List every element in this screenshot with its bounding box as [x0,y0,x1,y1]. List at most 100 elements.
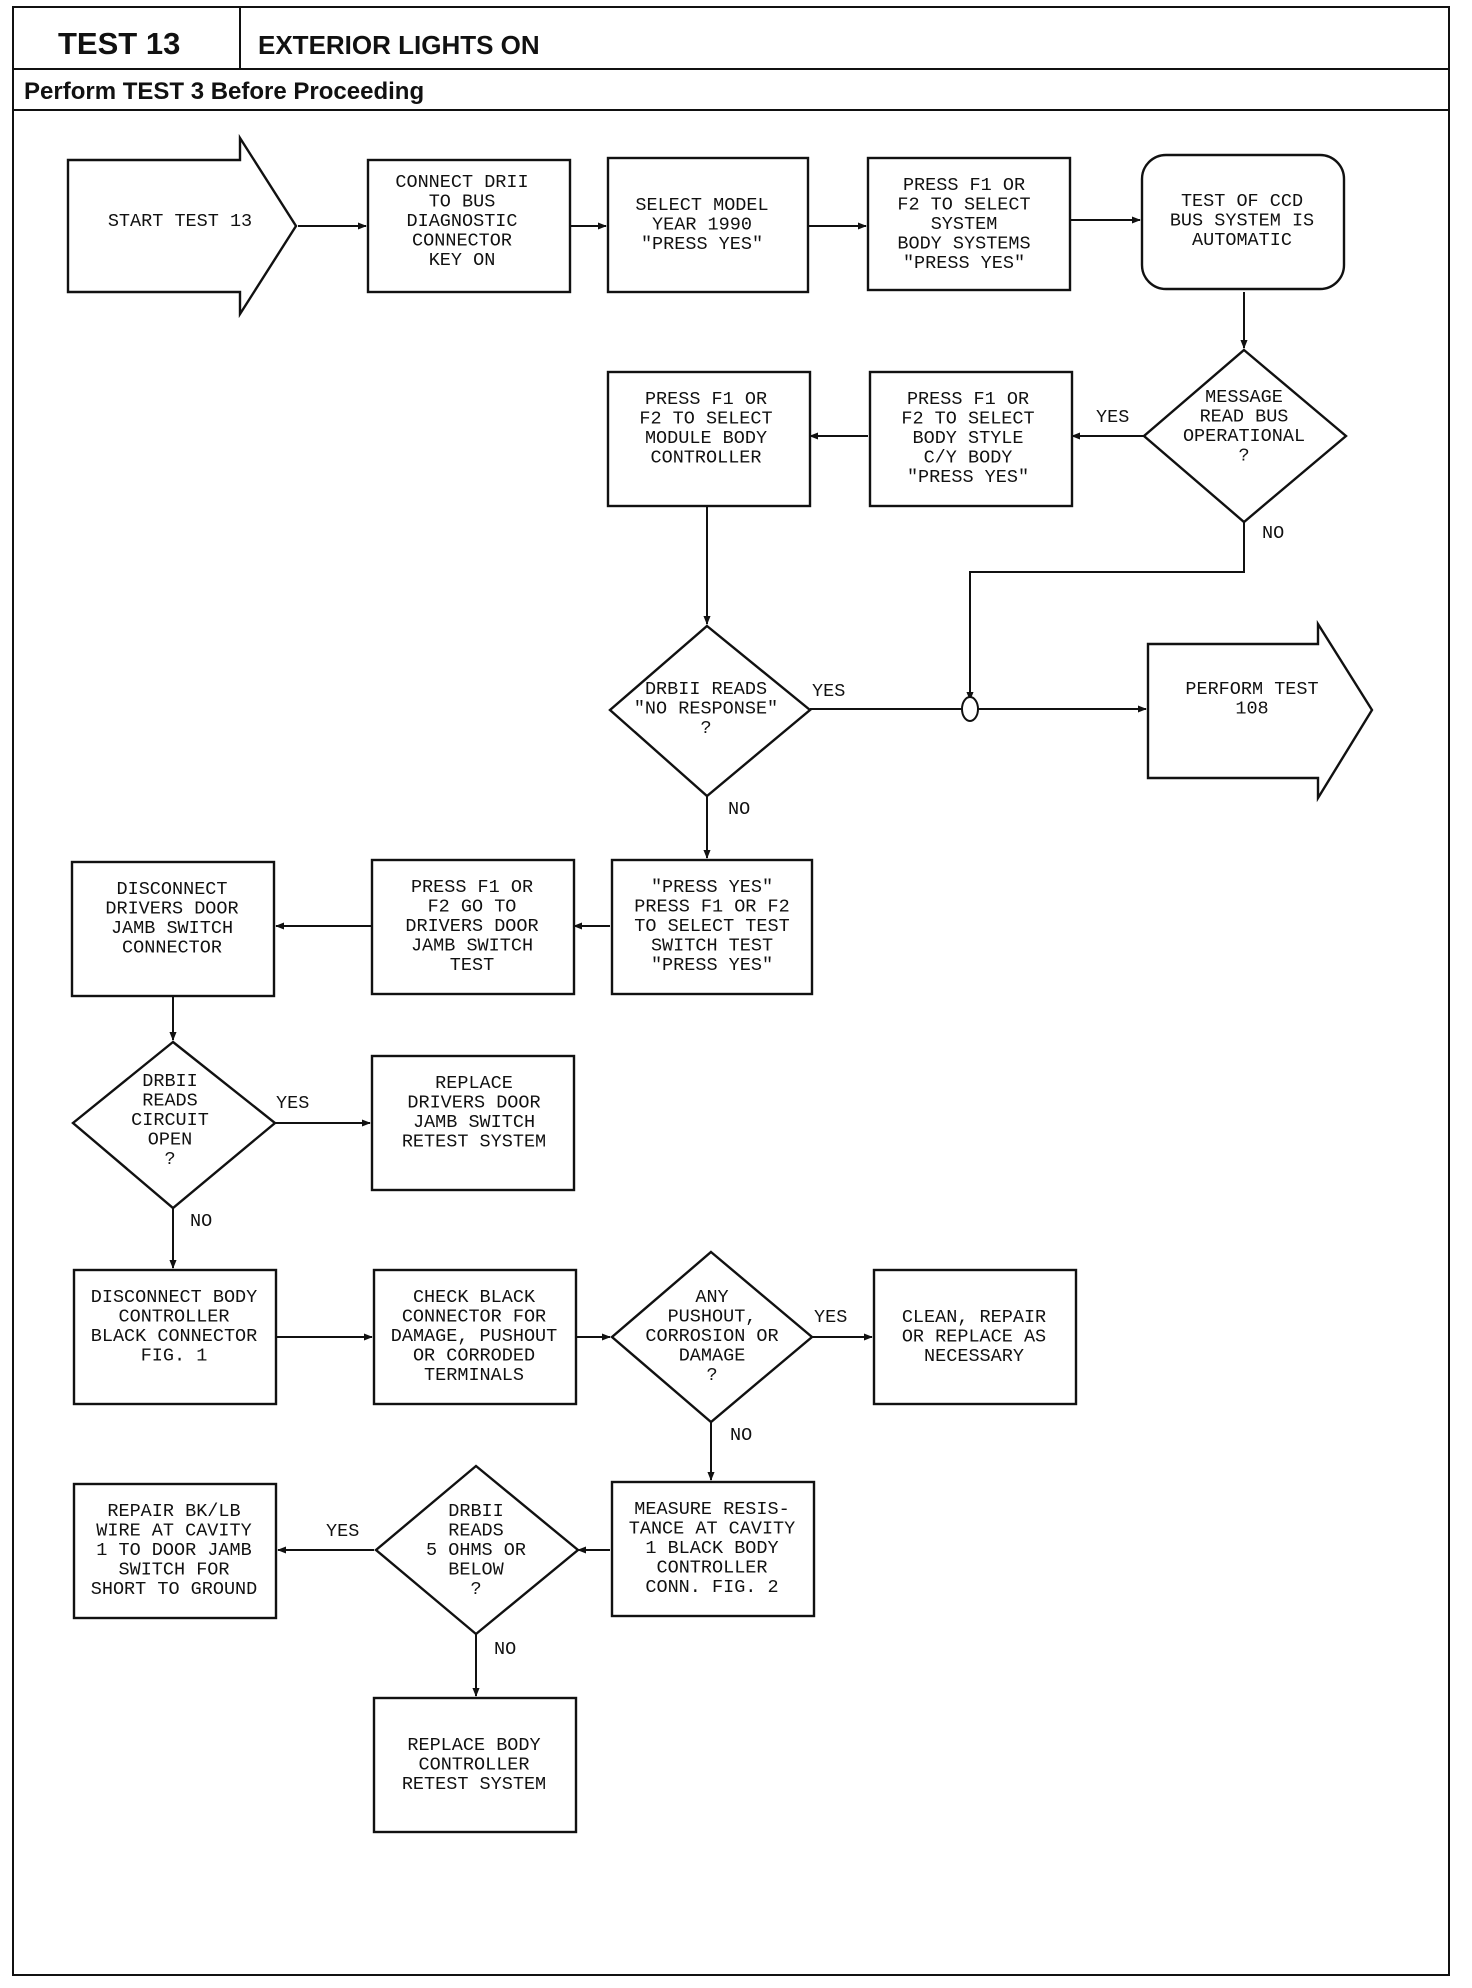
node-line: BODY SYSTEMS [897,234,1030,255]
node-line: DIAGNOSTIC [406,211,517,232]
node-line: TERMINALS [424,1365,524,1386]
node-text-start: START TEST 13 [108,211,252,232]
pushout-no-label: NO [730,1425,752,1446]
prerequisite-note: Perform TEST 3 Before Proceeding [24,78,425,105]
node-line: TO BUS [429,192,496,213]
node-line: PRESS F1 OR [645,389,767,410]
node-line: PRESS F1 OR F2 [634,897,789,918]
node-test-108-arrow [1146,619,1374,803]
node-line: OPEN [148,1130,192,1151]
edge-msg-no [966,522,1245,701]
node-line: SYSTEM [931,214,998,235]
node-line: CONTROLLER [418,1755,529,1776]
circuit-open-yes-label: YES [276,1093,309,1114]
node-line: CONTROLLER [650,448,761,469]
node-check-black-box [372,1268,578,1406]
node-line: "PRESS YES" [651,955,773,976]
node-line: ? [470,1579,481,1600]
node-line: SELECT MODEL [635,195,768,216]
node-msg-bus-diamond [1142,348,1348,524]
node-line: PRESS F1 OR [903,175,1025,196]
node-line: SWITCH FOR [118,1560,229,1581]
node-body-style-box [868,370,1074,508]
node-line: "NO RESPONSE" [634,699,778,720]
node-line: JAMB SWITCH [413,1112,535,1133]
node-line: REPAIR BK/LB [107,1501,240,1522]
node-line: READS [142,1091,198,1112]
node-line: C/Y BODY [924,448,1013,469]
node-body-systems-box [866,156,1072,292]
junction-connector [961,696,979,722]
node-line: JAMB SWITCH [111,918,233,939]
node-line: DRBII [142,1071,198,1092]
node-line: SHORT TO GROUND [91,1579,258,1600]
node-line: PRESS F1 OR [907,389,1029,410]
node-line: ? [706,1365,717,1386]
node-measure-box [610,1480,816,1618]
msg-bus-no-label: NO [1262,523,1284,544]
node-circuit-open-diamond [71,1040,277,1210]
node-line: JAMB SWITCH [411,936,533,957]
node-line: DRIVERS DOOR [405,916,538,937]
node-line: TANCE AT CAVITY [629,1519,796,1540]
circuit-open-no-label: NO [190,1211,212,1232]
node-line: ? [164,1149,175,1170]
node-line: "PRESS YES" [651,877,773,898]
node-line: DRIVERS DOOR [105,899,238,920]
node-select-model-box [606,156,810,294]
node-ccd-auto-box [1140,153,1346,291]
node-line: PUSHOUT, [668,1307,757,1328]
header-rules [12,6,1450,111]
node-line: 108 [1235,699,1268,720]
node-select-switch-box [610,858,814,996]
node-disconnect-body-box [72,1268,278,1406]
node-line: CONNECTOR FOR [402,1307,546,1328]
test-number: TEST 13 [58,26,181,61]
node-line: PERFORM TEST [1185,679,1318,700]
node-connect-box [366,158,572,294]
node-line: DISCONNECT [116,879,227,900]
node-line: BLACK CONNECTOR [91,1326,258,1347]
node-line: TEST [450,955,494,976]
node-line: "PRESS YES" [641,234,763,255]
node-line: BELOW [448,1560,504,1581]
node-line: 5 OHMS OR [426,1540,526,1561]
node-line: TEST OF CCD [1181,191,1303,212]
node-line: DRIVERS DOOR [407,1093,540,1114]
node-line: CHECK BLACK [413,1287,536,1308]
node-line: TO SELECT TEST [634,916,789,937]
node-module-body-box [606,370,812,508]
five-ohms-no-label: NO [494,1639,516,1660]
node-line: ? [700,718,711,739]
node-line: CONTROLLER [118,1307,229,1328]
node-text-no-response: DRBII READS"NO RESPONSE"? [634,679,778,739]
node-line: RETEST SYSTEM [402,1132,546,1153]
connector-lines [169,216,1248,1697]
node-line: READ BUS [1200,407,1289,428]
node-line: 1 BLACK BODY [645,1538,778,1559]
node-start-arrow [66,133,298,319]
node-line: SWITCH TEST [651,936,773,957]
node-line: OPERATIONAL [1183,426,1305,447]
node-line: OR REPLACE AS [902,1327,1046,1348]
node-repair-wire-box [72,1482,278,1620]
sheet-border [12,6,1450,1976]
node-line: F2 TO SELECT [639,409,772,430]
node-line: RETEST SYSTEM [402,1774,546,1795]
node-line: YEAR 1990 [652,215,752,236]
node-no-response-diamond [608,624,812,798]
node-line: DRBII READS [645,679,767,700]
